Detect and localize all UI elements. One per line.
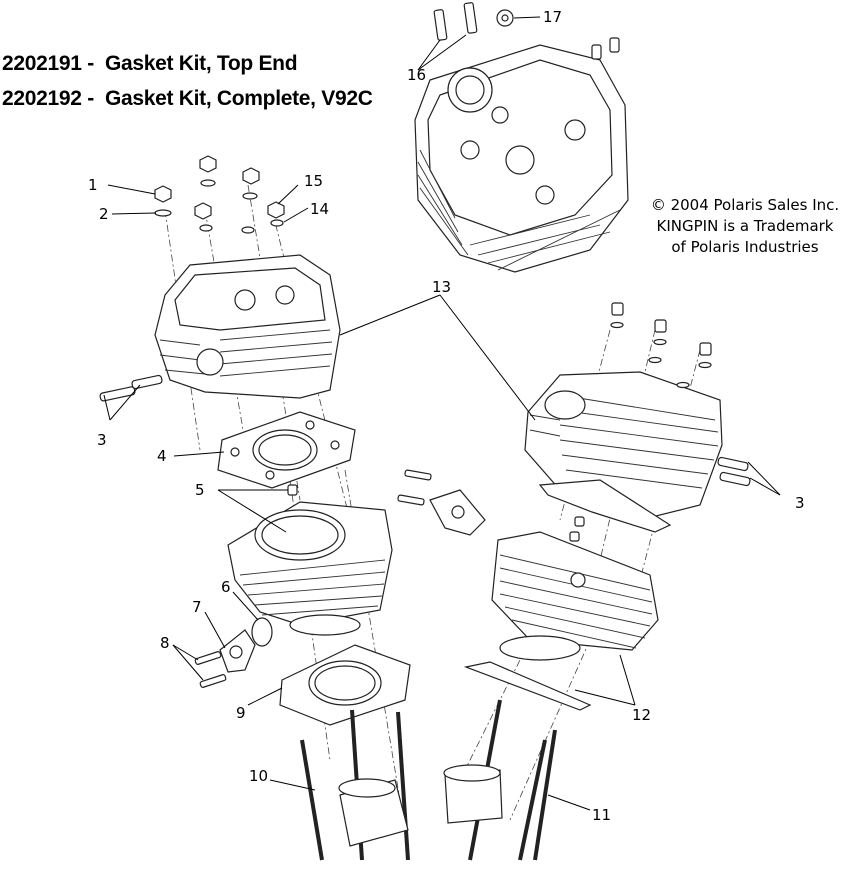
kit-part-number: 2202192	[2, 87, 82, 110]
washer-icon	[496, 9, 514, 27]
callout-3-left: 3	[97, 431, 107, 449]
cylinder-head-icon	[414, 44, 629, 273]
gasket-icon	[279, 644, 411, 726]
nut-icon	[611, 302, 712, 356]
callout-14: 14	[310, 200, 329, 218]
head-cooling-fins	[529, 394, 719, 489]
kit-line-complete: 2202192 - Gasket Kit, Complete, V92C	[2, 87, 373, 110]
coolant-fitting	[219, 629, 256, 673]
callout-10: 10	[249, 767, 268, 785]
trademark-line: KINGPIN is a Trademark	[656, 217, 834, 235]
callout-7: 7	[192, 598, 202, 616]
callout-15: 15	[304, 172, 323, 190]
cylinder-cooling-fins	[239, 559, 386, 616]
cylinder-cooling-fins	[499, 554, 653, 649]
gasket-icon	[217, 411, 356, 489]
callout-17: 17	[543, 8, 562, 26]
head-cooling-fins	[417, 149, 621, 271]
washer-icon	[154, 179, 284, 234]
dowel-pin-icon	[569, 516, 585, 542]
callout-12: 12	[632, 706, 651, 724]
callout-4: 4	[157, 447, 167, 465]
nut-icon	[154, 155, 285, 220]
kit-description: Gasket Kit, Top End	[104, 52, 298, 75]
callout-13: 13	[432, 278, 451, 296]
bolt-icon	[397, 469, 432, 506]
kit-part-number: 2202191	[2, 52, 82, 75]
piston-icon	[338, 764, 503, 847]
cylinder-head-icon	[154, 254, 341, 399]
callout-leader-lines	[103, 16, 781, 811]
copyright-line: © 2004 Polaris Sales Inc.	[650, 196, 840, 214]
bolt-icon	[194, 651, 227, 688]
callout-5: 5	[195, 481, 205, 499]
callout-11: 11	[592, 806, 611, 824]
copyright-notice: © 2004 Polaris Sales Inc. KINGPIN is a T…	[635, 195, 855, 258]
gasket-icon	[251, 617, 273, 647]
callout-numbers: 1 2 3 4 5 6 7 8 9 10 11 12 13 14 15 16 1…	[88, 8, 805, 824]
trademark-owner-line: of Polaris Industries	[671, 238, 819, 256]
washer-icon	[610, 321, 712, 389]
dowel-pin-icon	[717, 456, 751, 487]
head-cooling-fins	[159, 329, 333, 377]
gasket-icon	[538, 479, 672, 533]
pushrod-icon	[300, 699, 557, 861]
callout-3-right: 3	[795, 494, 805, 512]
kit-description: Gasket Kit, Complete, V92C	[104, 87, 373, 110]
callout-2: 2	[99, 205, 109, 223]
coolant-fitting	[429, 489, 486, 536]
dowel-pin-icon	[433, 2, 620, 60]
callout-16: 16	[407, 66, 426, 84]
gasket-icon	[463, 661, 592, 711]
cylinder-icon	[491, 531, 659, 661]
callout-6: 6	[221, 578, 231, 596]
callout-1: 1	[88, 176, 98, 194]
callout-8: 8	[160, 634, 170, 652]
kit-line-top-end: 2202191 - Gasket Kit, Top End	[2, 52, 298, 75]
callout-9: 9	[236, 704, 246, 722]
dowel-pin-icon	[99, 374, 163, 402]
cylinder-icon	[227, 501, 393, 636]
